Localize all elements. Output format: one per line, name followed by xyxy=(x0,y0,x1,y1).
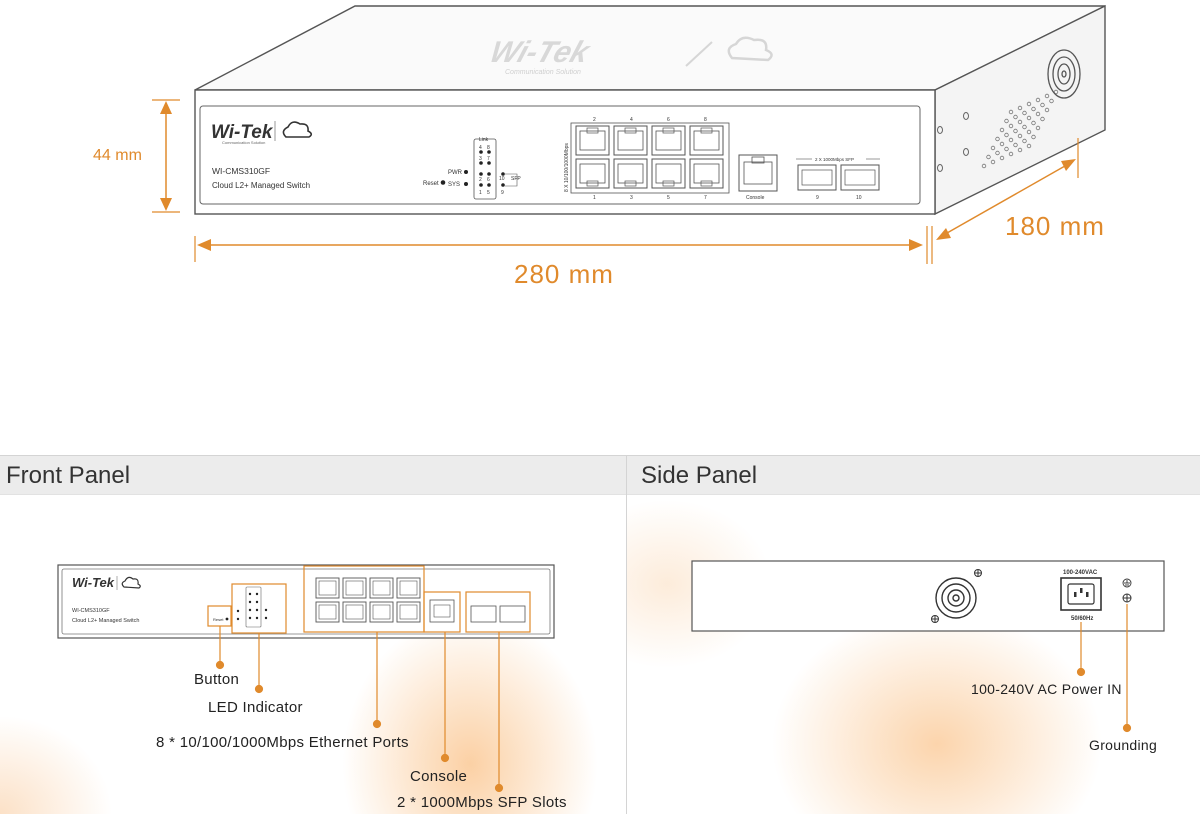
svg-text:1: 1 xyxy=(593,195,596,201)
ethernet-port xyxy=(575,158,610,189)
svg-text:1: 1 xyxy=(479,190,482,196)
side-panel-title: Side Panel xyxy=(641,462,758,489)
ethernet-port xyxy=(613,125,648,156)
front-panel-drawing: Wi-Tek WI-CMS310GF Cloud L2+ Managed Swi… xyxy=(57,564,555,793)
side-panel-header: Side Panel xyxy=(627,455,1200,495)
svg-text:2: 2 xyxy=(479,177,482,183)
ethernet-port xyxy=(575,125,610,156)
device-3d-drawing: Wi-Tek Communication Solution Wi-Tek Com… xyxy=(152,4,1106,264)
svg-text:9: 9 xyxy=(501,190,504,196)
top-watermark-tagline: Communication Solution xyxy=(505,69,581,76)
callout-console: Console xyxy=(410,768,468,785)
pwr-label: PWR xyxy=(448,170,463,176)
svg-text:5: 5 xyxy=(667,195,670,201)
ethernet-port xyxy=(396,601,421,623)
side-panel-drawing: 100-240VAC 50/60Hz xyxy=(691,560,1165,733)
side-fan-icon xyxy=(1047,49,1081,99)
sfp-slot-9 xyxy=(797,164,837,191)
svg-text:10: 10 xyxy=(856,195,862,201)
ethernet-port xyxy=(315,577,340,599)
sfp-slot-10 xyxy=(840,164,880,191)
ethernet-ports-grid xyxy=(575,125,724,189)
ethernet-port xyxy=(315,601,340,623)
callout-button: Button xyxy=(194,671,240,688)
svg-text:8: 8 xyxy=(704,117,707,123)
height-dimension-label: 44 mm xyxy=(93,147,142,164)
front-description-text: Cloud L2+ Managed Switch xyxy=(212,181,310,190)
callout-ethernet-ports: 8 * 10/100/1000Mbps Ethernet Ports xyxy=(156,734,409,751)
front-ethernet-ports xyxy=(315,577,421,623)
sys-label: SYS xyxy=(448,182,460,188)
ethernet-port xyxy=(369,577,394,599)
svg-text:4: 4 xyxy=(479,145,482,151)
svg-text:8: 8 xyxy=(487,145,490,151)
front-cloud-icon xyxy=(282,121,313,138)
ethernet-port xyxy=(613,158,648,189)
front-small-cloud-icon xyxy=(121,576,141,589)
ethernet-port xyxy=(342,601,367,623)
front-logo-tagline: Communication Solution xyxy=(222,140,265,145)
ethernet-port xyxy=(689,158,724,189)
svg-text:WI-CMS310GF: WI-CMS310GF xyxy=(72,608,110,614)
top-watermark-cloud-icon xyxy=(727,36,773,62)
svg-text:Reset: Reset xyxy=(213,617,224,622)
svg-text:9: 9 xyxy=(816,195,819,201)
svg-text:7: 7 xyxy=(487,156,490,162)
voltage-label: 100-240VAC xyxy=(1063,570,1098,576)
width-dimension-label: 280 mm xyxy=(514,259,614,289)
reset-label: Reset xyxy=(423,181,439,187)
front-panel-header: Front Panel xyxy=(0,455,626,495)
front-panel-area xyxy=(0,494,626,814)
ethernet-port xyxy=(369,601,394,623)
svg-text:10: 10 xyxy=(499,176,505,182)
front-model-text: WI-CMS310GF xyxy=(212,166,270,176)
depth-dimension-label: 180 mm xyxy=(1005,211,1105,241)
device-front-face xyxy=(194,89,936,215)
link-led-matrix xyxy=(479,150,505,187)
callout-sfp-slots: 2 * 1000Mbps SFP Slots xyxy=(397,794,567,811)
side-vent-holes xyxy=(981,89,1059,169)
ethernet-port-block xyxy=(570,122,730,194)
svg-text:5: 5 xyxy=(487,190,490,196)
ports-vertical-label: 8 X 10/100/1000Mbps xyxy=(564,143,570,192)
rear-fan-icon xyxy=(935,577,977,619)
ethernet-port xyxy=(689,125,724,156)
side-panel-area xyxy=(627,494,1200,814)
svg-text:3: 3 xyxy=(630,195,633,201)
link-label: Link xyxy=(479,137,489,143)
front-logo: Wi-Tek xyxy=(211,122,274,143)
svg-text:6: 6 xyxy=(487,177,490,183)
svg-text:Cloud L2+ Managed Switch: Cloud L2+ Managed Switch xyxy=(72,618,139,624)
callout-power-in: 100-240V AC Power IN xyxy=(971,681,1122,697)
side-screws xyxy=(937,112,969,172)
sfp-header-3d: 2 X 1000Mbps SFP xyxy=(815,157,854,162)
svg-text:6: 6 xyxy=(667,117,670,123)
panel-divider xyxy=(626,455,627,814)
callout-led-indicator: LED Indicator xyxy=(208,699,303,716)
svg-text:7: 7 xyxy=(704,195,707,201)
sfp-led-label: SFP xyxy=(511,176,521,182)
top-watermark-logo: Wi-Tek xyxy=(486,35,596,69)
ethernet-port xyxy=(396,577,421,599)
ethernet-port xyxy=(342,577,367,599)
reset-button xyxy=(440,180,446,185)
ethernet-port xyxy=(651,125,686,156)
frequency-label: 50/60Hz xyxy=(1071,616,1093,622)
front-panel-title: Front Panel xyxy=(6,462,131,489)
console-highlight-box xyxy=(423,591,461,633)
svg-text:3: 3 xyxy=(479,156,482,162)
svg-text:2: 2 xyxy=(593,117,596,123)
front-small-logo: Wi-Tek xyxy=(72,575,115,590)
console-port xyxy=(738,154,778,192)
rear-screws xyxy=(931,569,1132,623)
svg-text:4: 4 xyxy=(630,117,633,123)
sfp-highlight-box xyxy=(465,591,531,633)
console-label-3d: Console xyxy=(746,195,765,201)
ethernet-port xyxy=(651,158,686,189)
ground-symbol-icon xyxy=(1122,578,1132,588)
callout-grounding: Grounding xyxy=(1089,737,1158,753)
power-inlet xyxy=(1060,577,1102,611)
